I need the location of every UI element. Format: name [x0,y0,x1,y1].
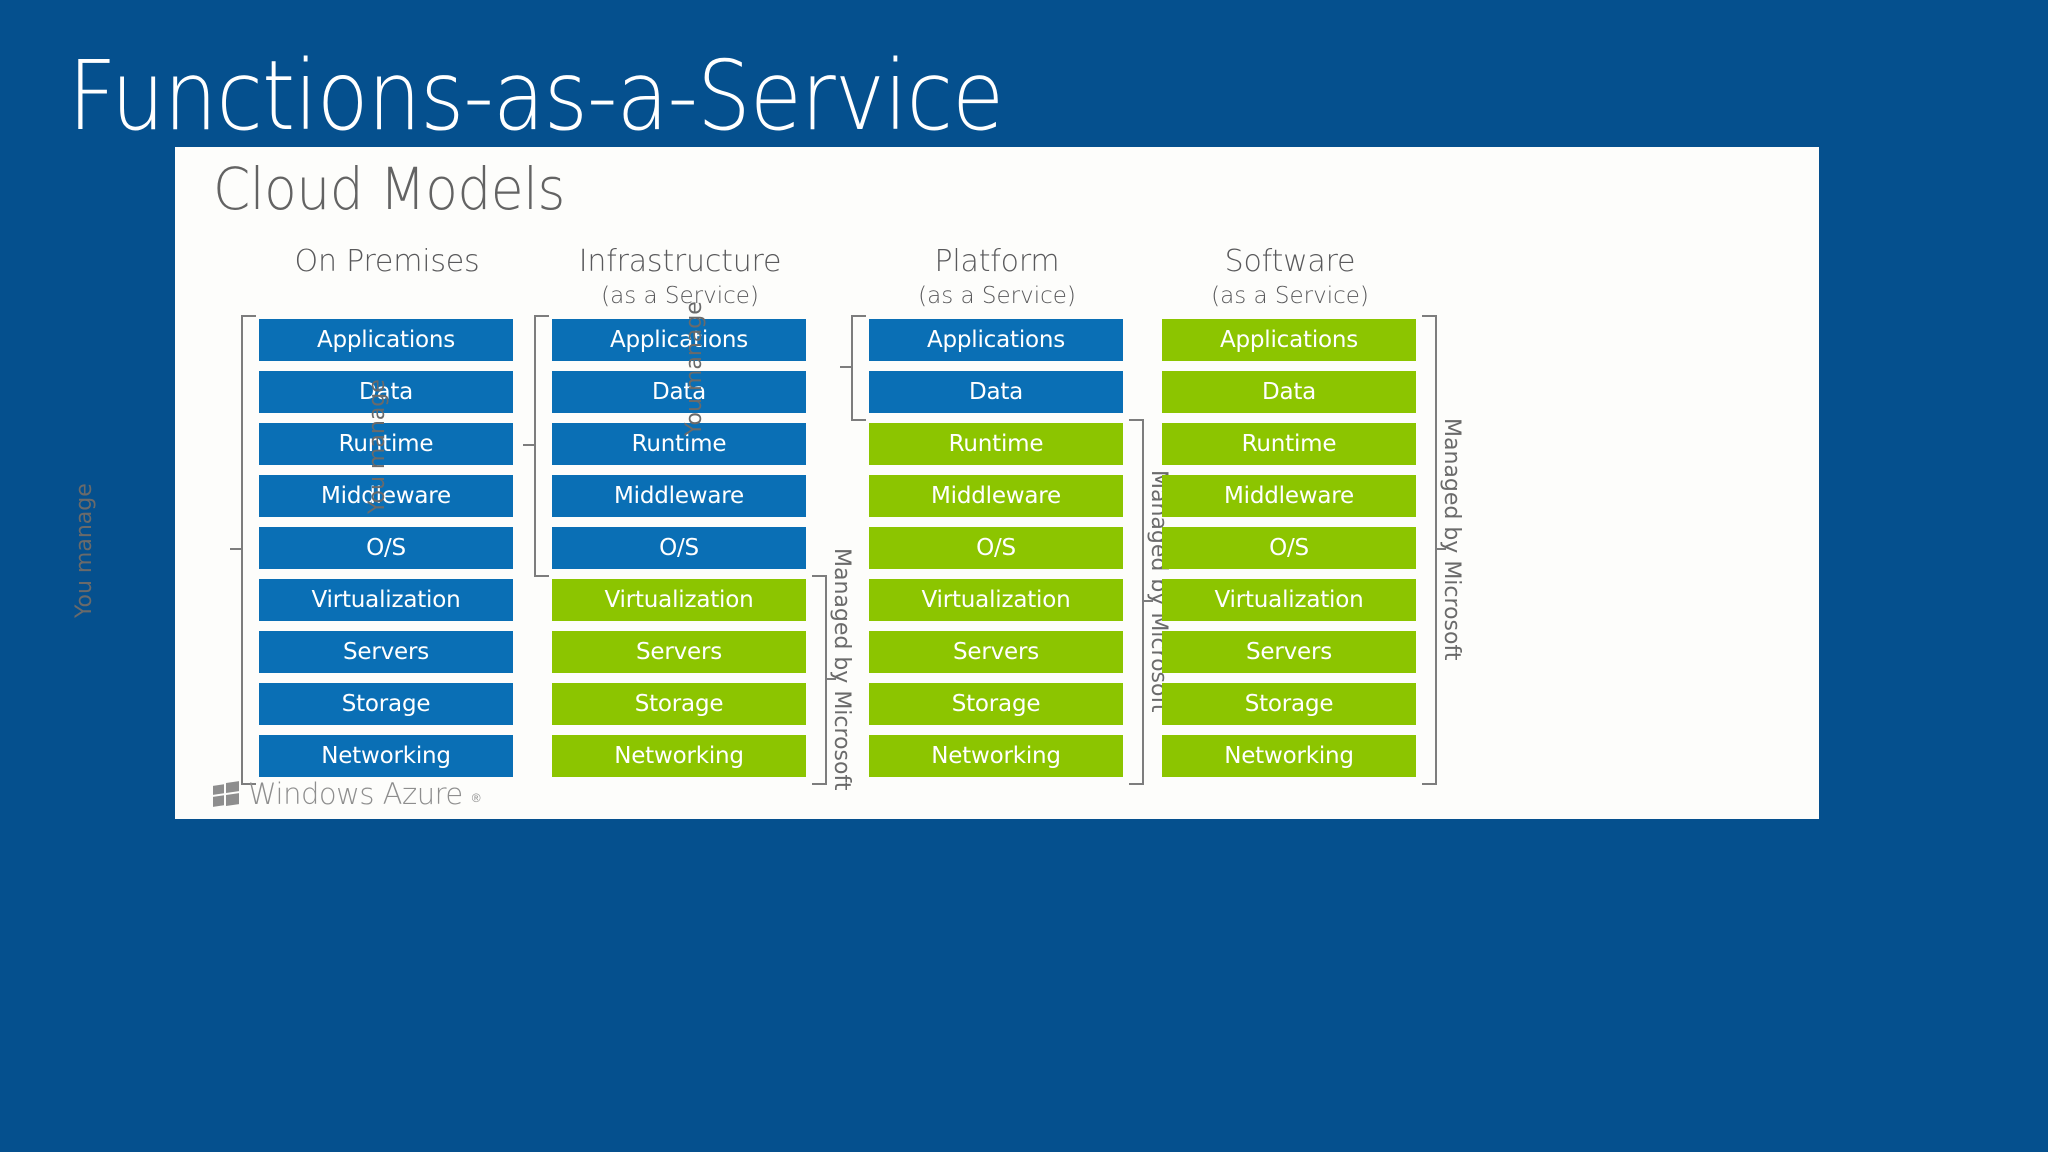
column-subtitle: (as a Service) [918,283,1076,309]
layer-servers[interactable]: Servers [552,631,806,673]
you-manage-bracket [851,315,866,421]
layer-networking[interactable]: Networking [869,735,1123,777]
layer-middleware[interactable]: Middleware [1162,475,1416,517]
layer-servers[interactable]: Servers [1162,631,1416,673]
you-manage-label: You manage [365,379,390,514]
layer-virtualization[interactable]: Virtualization [259,579,513,621]
column-header: Platform (as a Service) [847,243,1147,317]
layer-runtime[interactable]: Runtime [1162,423,1416,465]
windows-azure-logo: Windows Azure ® [213,777,481,811]
managed-by-microsoft-bracket-tick [825,678,836,680]
managed-by-microsoft-label: Managed by Microsoft [829,548,854,791]
layer-data[interactable]: Data [1162,371,1416,413]
panel-title: Cloud Models [213,155,565,223]
layer-applications[interactable]: Applications [1162,319,1416,361]
layer-servers[interactable]: Servers [869,631,1123,673]
cloud-model-column-infrastructure: Infrastructure (as a Service) Applications… [365,243,854,790]
managed-by-microsoft-bracket-tick [1435,548,1446,550]
layer-o-s[interactable]: O/S [1162,527,1416,569]
column-title: Software [1224,244,1356,279]
layer-applications[interactable]: Applications [259,319,513,361]
layer-data[interactable]: Data [552,371,806,413]
column-subtitle: (as a Service) [1211,283,1369,309]
layer-servers[interactable]: Servers [259,631,513,673]
layer-runtime[interactable]: Runtime [552,423,806,465]
managed-by-microsoft-label: Managed by Microsoft [1439,418,1464,661]
layer-virtualization[interactable]: Virtualization [1162,579,1416,621]
you-manage-bracket [241,315,256,785]
column-title: Infrastructure [578,244,782,279]
you-manage-bracket-tick [523,444,534,446]
layer-o-s[interactable]: O/S [869,527,1123,569]
layer-networking[interactable]: Networking [259,735,513,777]
layer-applications[interactable]: Applications [869,319,1123,361]
layer-storage[interactable]: Storage [259,683,513,725]
layer-storage[interactable]: Storage [1162,683,1416,725]
layer-applications[interactable]: Applications [552,319,806,361]
slide-title: Functions-as-a-Service [68,40,1004,152]
you-manage-bracket [534,315,549,577]
managed-by-microsoft-bracket-tick [1142,600,1153,602]
azure-trademark: ® [471,791,481,805]
column-header: Software (as a Service) [1140,243,1440,317]
you-manage-bracket-tick [840,366,851,368]
layer-networking[interactable]: Networking [552,735,806,777]
layer-middleware[interactable]: Middleware [259,475,513,517]
you-manage-label: You manage [682,301,707,436]
layer-o-s[interactable]: O/S [259,527,513,569]
layer-networking[interactable]: Networking [1162,735,1416,777]
you-manage-bracket-tick [230,548,241,550]
column-header: Infrastructure (as a Service) [530,243,830,317]
managed-by-microsoft-bracket [1129,419,1144,785]
managed-by-microsoft-bracket [812,575,827,785]
you-manage-label: You manage [72,483,97,618]
column-header: On Premises [237,243,537,317]
managed-by-microsoft-bracket [1422,315,1437,785]
azure-wordmark: Windows Azure [248,777,463,811]
column-title: Platform [934,244,1060,279]
windows-flag-icon [213,780,239,808]
layer-runtime[interactable]: Runtime [869,423,1123,465]
layer-virtualization[interactable]: Virtualization [552,579,806,621]
layer-middleware[interactable]: Middleware [869,475,1123,517]
layer-virtualization[interactable]: Virtualization [869,579,1123,621]
column-subtitle: (as a Service) [601,283,759,309]
layer-o-s[interactable]: O/S [552,527,806,569]
layer-data[interactable]: Data [259,371,513,413]
layer-storage[interactable]: Storage [552,683,806,725]
layer-runtime[interactable]: Runtime [259,423,513,465]
layer-middleware[interactable]: Middleware [552,475,806,517]
layer-data[interactable]: Data [869,371,1123,413]
column-title: On Premises [294,244,480,279]
layer-storage[interactable]: Storage [869,683,1123,725]
